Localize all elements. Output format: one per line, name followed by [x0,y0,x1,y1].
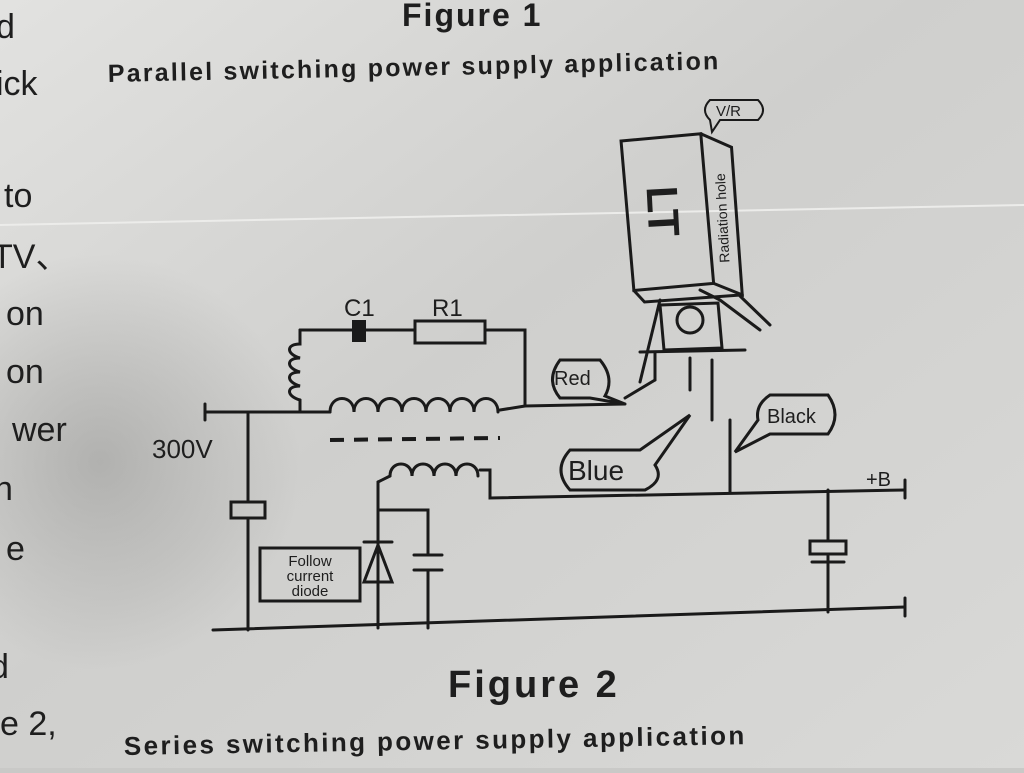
voltage-label: 300V [152,434,213,464]
output-label: +B [866,469,891,491]
lt-component: LT Radiation hole [619,132,744,304]
resistor-r1 [413,319,487,345]
margin-fragment: to [4,177,32,215]
red-wire-label: Red [551,358,626,406]
figure1-title: Figure 1 [402,0,542,33]
margin-fragment: n [0,470,13,508]
figure2-title: Figure 2 [448,664,620,706]
input-capacitor [229,500,267,520]
margin-fragment: ick [0,65,39,103]
blue-label-text: Blue [568,455,624,486]
inductor [288,328,302,402]
margin-fragment: e 2, [0,705,57,743]
diode-capacitor [412,553,444,572]
c1-label: C1 [344,295,375,322]
margin-fragment: d [0,648,9,686]
diode-label-box [258,546,362,603]
radiation-hole-label: Radiation hole [712,173,733,263]
black-label-text: Black [767,406,817,428]
black-wire-label: Black [733,393,837,454]
left-margin-text: d ick to TV、 on on wer n e d e 2, [0,8,69,743]
transformer-core [329,436,501,442]
margin-fragment: on [6,295,44,333]
red-label-text: Red [554,368,591,390]
margin-fragment: TV、 [0,238,69,276]
margin-fragment: on [6,353,44,391]
lt-label: LT [636,185,688,238]
capacitor-c1 [352,320,366,342]
wiring [203,328,907,632]
diode-label-line: current [287,568,335,585]
transformer-secondary [388,462,480,478]
r1-label: R1 [432,295,463,322]
paper-shadow [0,150,500,670]
margin-fragment: d [0,8,15,46]
vr-label: V/R [716,103,741,120]
paper-fold [0,204,1024,226]
transistor [623,288,772,422]
margin-fragment: e [6,530,25,568]
output-capacitor [808,539,848,556]
margin-fragment: wer [11,411,67,449]
transformer-primary [328,397,500,414]
follow-current-diode [361,540,395,584]
vr-bubble [704,99,764,135]
diode-label-line: Follow [288,553,332,570]
diode-label-line: diode [292,583,329,600]
blue-wire-label: Blue [559,413,692,492]
